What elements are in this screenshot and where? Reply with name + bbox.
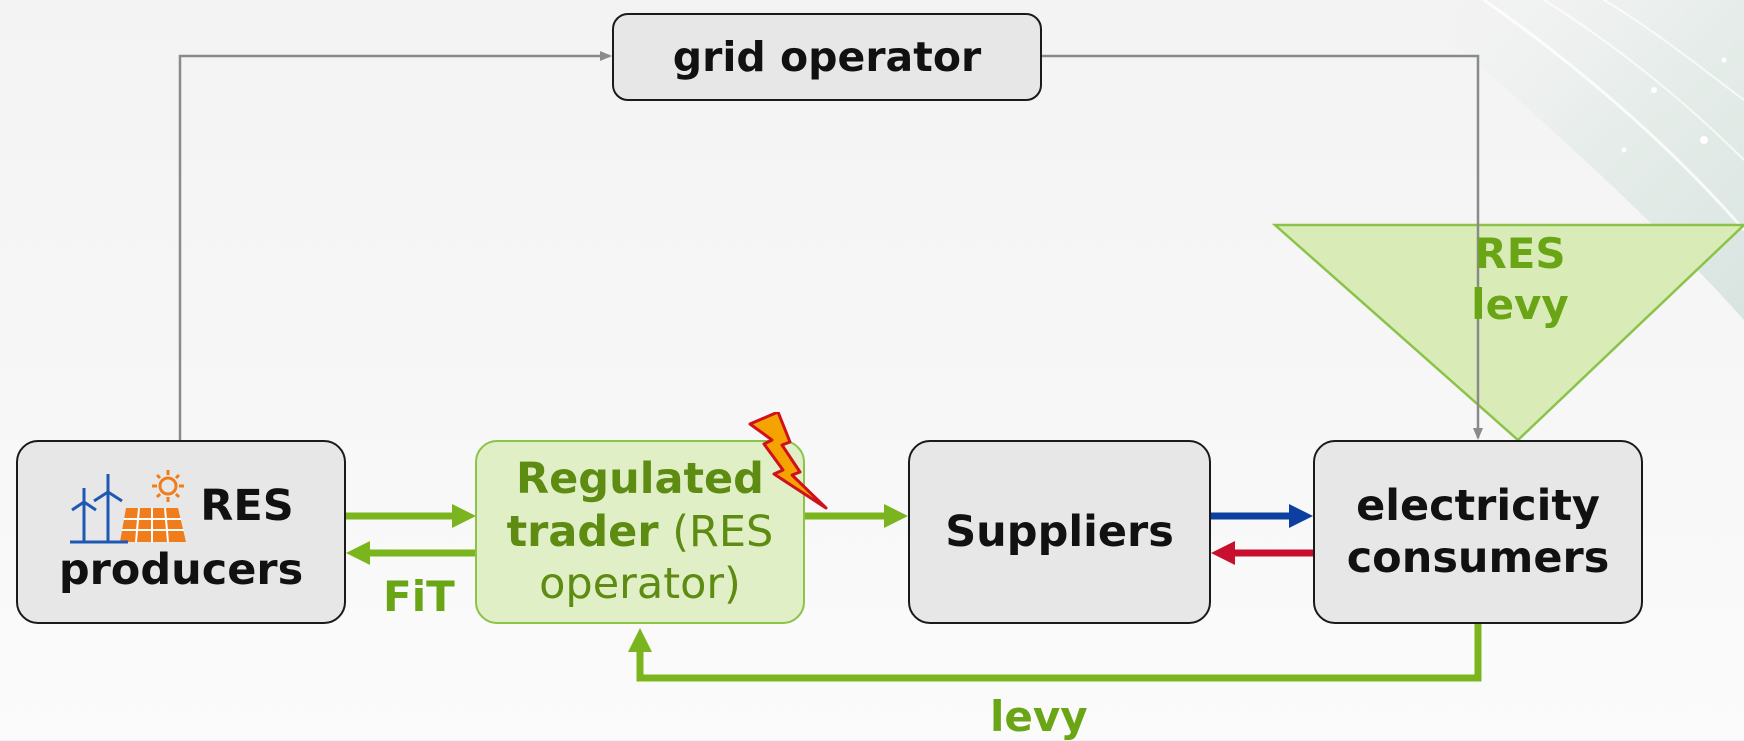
grid-operator-box: grid operator xyxy=(612,13,1042,101)
regulated-trader-line2-normal: (RES xyxy=(658,506,774,557)
electricity-consumers-box: electricity consumers xyxy=(1313,440,1643,624)
regulated-trader-line3: operator) xyxy=(539,559,741,610)
regulated-trader-line2-bold: trader xyxy=(506,506,659,557)
levy-label: levy xyxy=(990,692,1088,741)
regulated-trader-line1: Regulated xyxy=(516,454,764,505)
res-levy-line1: RES xyxy=(1474,229,1566,278)
lightning-icon xyxy=(748,412,828,510)
electricity-consumers-line2: consumers xyxy=(1346,533,1610,583)
suppliers-box: Suppliers xyxy=(908,440,1211,624)
res-levy-line2: levy xyxy=(1471,280,1569,330)
grid-operator-label: grid operator xyxy=(672,33,982,81)
res-levy-triangle xyxy=(1271,223,1744,442)
res-producers-box: RES producers xyxy=(16,440,346,624)
arrow-trader-to-producers xyxy=(346,541,475,565)
res-levy-label: RES levy xyxy=(1420,228,1620,330)
res-producers-label-line1: RES xyxy=(200,480,294,531)
arrow-grid-to-consumers xyxy=(1042,54,1483,440)
wind-solar-icon xyxy=(70,469,187,544)
res-producers-label-line2: producers xyxy=(58,544,304,595)
background-decoration xyxy=(1404,0,1744,320)
arrow-producers-to-trader xyxy=(346,504,476,528)
arrow-consumers-to-suppliers xyxy=(1211,541,1313,565)
electricity-consumers-line1: electricity xyxy=(1356,480,1600,531)
arrow-producers-to-grid xyxy=(178,51,612,440)
regulated-trader-box: Regulated trader (RES operator) xyxy=(475,440,805,624)
fit-label: FiT xyxy=(383,572,455,621)
suppliers-label: Suppliers xyxy=(945,507,1174,557)
arrow-suppliers-to-consumers xyxy=(1211,504,1313,528)
arrow-consumers-to-trader-levy xyxy=(628,624,1482,682)
arrow-trader-to-suppliers xyxy=(805,504,908,528)
